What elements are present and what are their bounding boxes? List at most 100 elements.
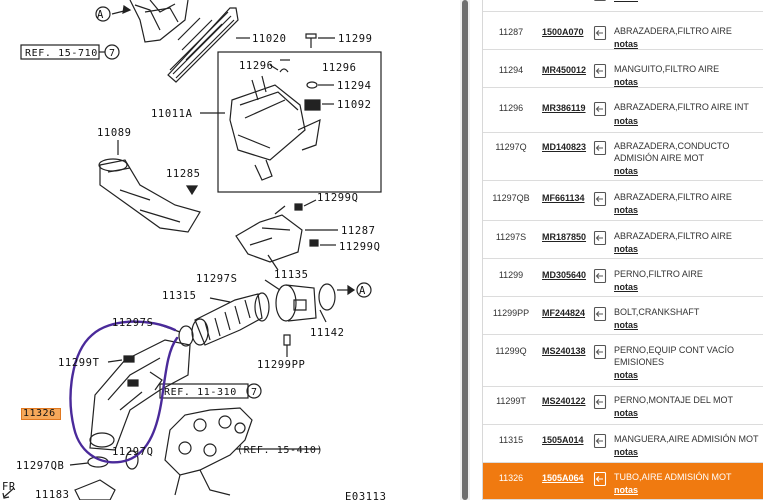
diagram-scrollbar[interactable] bbox=[460, 0, 470, 500]
label-11296-a[interactable]: 11296 bbox=[239, 60, 274, 72]
diagram-canvas: A 11020 11299 REF. 15-710 7 11296 11296 … bbox=[2, 0, 387, 500]
notes-link[interactable]: notas bbox=[614, 485, 639, 495]
label-11297s-a[interactable]: 11297S bbox=[196, 273, 238, 285]
notes-link[interactable]: notas bbox=[614, 116, 639, 126]
table-row[interactable]: 11299 MD305640 PERNO,FILTRO AIRE notas bbox=[483, 259, 763, 297]
notes-icon[interactable] bbox=[593, 140, 607, 156]
table-row[interactable]: 11297S MR187850 ABRAZADERA,FILTRO AIRE n… bbox=[483, 221, 763, 259]
ref-15-410-text[interactable]: (REF. 15-410) bbox=[237, 445, 323, 456]
ref-11-310-text[interactable]: REF. 11-310 bbox=[164, 387, 237, 398]
label-11287[interactable]: 11287 bbox=[341, 225, 376, 237]
label-11296-b[interactable]: 11296 bbox=[322, 62, 357, 74]
annotation-circle bbox=[69, 320, 179, 464]
notes-link[interactable]: notas bbox=[614, 205, 639, 215]
notes-icon[interactable] bbox=[593, 230, 607, 246]
label-11299-top[interactable]: 11299 bbox=[338, 33, 373, 45]
label-11299q-b[interactable]: 11299Q bbox=[339, 241, 381, 253]
label-11142[interactable]: 11142 bbox=[310, 327, 345, 339]
table-row-selected[interactable]: 11326 1505A064 TUBO,AIRE ADMISIÓN MOT no… bbox=[483, 463, 763, 500]
part-number-link[interactable]: 1500A070 bbox=[542, 27, 584, 37]
label-11315[interactable]: 11315 bbox=[162, 290, 197, 302]
notes-link[interactable]: notas bbox=[614, 39, 639, 49]
label-11183[interactable]: 11183 bbox=[35, 489, 70, 500]
panel-gap bbox=[470, 0, 482, 500]
part-number-link[interactable]: MS240138 bbox=[542, 346, 586, 356]
label-11135[interactable]: 11135 bbox=[274, 269, 309, 281]
table-row[interactable]: 11296 MR386119 ABRAZADERA,FILTRO AIRE IN… bbox=[483, 88, 763, 133]
part-number-link[interactable]: MF661134 bbox=[542, 193, 585, 203]
notes-link[interactable]: notas bbox=[614, 282, 639, 292]
notes-icon[interactable] bbox=[593, 471, 607, 487]
table-row[interactable]: 11297Q MD140823 ABRAZADERA,CONDUCTO ADMI… bbox=[483, 133, 763, 181]
part-number-link[interactable]: MD140823 bbox=[542, 142, 587, 152]
label-11092[interactable]: 11092 bbox=[337, 99, 372, 111]
part-number-link[interactable]: MR187850 bbox=[542, 232, 587, 242]
part-description: PERNO,MONTAJE DEL MOT bbox=[614, 395, 734, 405]
part-number-link[interactable]: 1505A014 bbox=[542, 435, 584, 445]
table-row[interactable]: notas bbox=[483, 0, 763, 12]
part-number-link[interactable]: MR450012 bbox=[542, 65, 587, 75]
notes-icon[interactable] bbox=[593, 191, 607, 207]
table-row[interactable]: 11299Q MS240138 PERNO,EQUIP CONT VACÍO E… bbox=[483, 335, 763, 387]
notes-link[interactable]: notas bbox=[614, 408, 639, 418]
part-number-link[interactable]: MS240122 bbox=[542, 396, 586, 406]
notes-link[interactable]: notas bbox=[614, 447, 639, 457]
table-row[interactable]: 11287 1500A070 ABRAZADERA,FILTRO AIRE no… bbox=[483, 12, 763, 50]
bolt-11299-top bbox=[305, 33, 335, 48]
notes-link[interactable]: notas bbox=[614, 77, 639, 87]
table-row[interactable]: 11299PP MF244824 BOLT,CRANKSHAFT notas bbox=[483, 297, 763, 335]
part-description: MANGUERA,AIRE ADMISIÓN MOT bbox=[614, 434, 759, 444]
label-11299pp[interactable]: 11299PP bbox=[257, 359, 305, 371]
ref-15-710-text[interactable]: REF. 15-710 bbox=[25, 48, 98, 59]
label-11297qb[interactable]: 11297QB bbox=[16, 460, 64, 472]
part-description: ABRAZADERA,FILTRO AIRE INT bbox=[614, 102, 749, 112]
table-row[interactable]: 11315 1505A014 MANGUERA,AIRE ADMISIÓN MO… bbox=[483, 425, 763, 463]
label-11299q-a[interactable]: 11299Q bbox=[317, 192, 359, 204]
notes-link[interactable]: notas bbox=[614, 320, 639, 330]
part-number-link[interactable]: MD305640 bbox=[542, 270, 587, 280]
notes-icon[interactable] bbox=[593, 101, 607, 117]
part-description: ABRAZADERA,FILTRO AIRE bbox=[614, 192, 732, 202]
notes-icon[interactable] bbox=[593, 0, 607, 2]
diagram-code: E03113 bbox=[345, 491, 387, 500]
label-11297q[interactable]: 11297Q bbox=[112, 446, 154, 458]
notes-link[interactable]: notas bbox=[614, 244, 639, 254]
part-description: PERNO,FILTRO AIRE bbox=[614, 269, 703, 279]
notes-icon[interactable] bbox=[593, 306, 607, 322]
notes-icon[interactable] bbox=[593, 344, 607, 360]
notes-icon[interactable] bbox=[593, 25, 607, 41]
label-11020[interactable]: 11020 bbox=[252, 33, 287, 45]
label-11089[interactable]: 11089 bbox=[97, 127, 132, 139]
part-number-link[interactable]: MF244824 bbox=[542, 308, 586, 318]
label-11294[interactable]: 11294 bbox=[337, 80, 372, 92]
notes-icon[interactable] bbox=[593, 268, 607, 284]
notes-icon[interactable] bbox=[593, 394, 607, 410]
notes-icon[interactable] bbox=[593, 433, 607, 449]
part-number-link[interactable]: MR386119 bbox=[542, 103, 586, 113]
label-11285[interactable]: 11285 bbox=[166, 168, 201, 180]
part-description: ABRAZADERA,FILTRO AIRE bbox=[614, 26, 732, 36]
part-number-link[interactable]: 1505A064 bbox=[542, 473, 584, 483]
air-filter-element bbox=[167, 7, 239, 83]
label-11299t[interactable]: 11299T bbox=[58, 357, 100, 369]
label-11326-highlighted[interactable]: 11326 bbox=[21, 408, 61, 420]
notes-link[interactable]: notas bbox=[614, 370, 639, 380]
arrow-a-right-label: A bbox=[359, 285, 366, 297]
table-row[interactable]: 11294 MR450012 MANGUITO,FILTRO AIRE nota… bbox=[483, 50, 763, 88]
table-row[interactable]: 11299T MS240122 PERNO,MONTAJE DEL MOT no… bbox=[483, 387, 763, 425]
table-row[interactable]: 11297QB MF661134 ABRAZADERA,FILTRO AIRE … bbox=[483, 181, 763, 221]
air-box-lower bbox=[129, 0, 189, 43]
air-box-upper bbox=[229, 75, 321, 181]
notes-icon[interactable] bbox=[593, 63, 607, 79]
part-description: MANGUITO,FILTRO AIRE bbox=[614, 64, 720, 74]
notes-link[interactable]: notas bbox=[614, 0, 638, 2]
arrow-a-top-marker bbox=[95, 4, 132, 22]
bracket-11287 bbox=[235, 205, 303, 271]
notes-link[interactable]: notas bbox=[614, 166, 639, 176]
intake-manifold-ref bbox=[164, 407, 253, 496]
label-11011a[interactable]: 11011A bbox=[151, 108, 193, 120]
parts-diagram[interactable]: A 11020 11299 REF. 15-710 7 11296 11296 … bbox=[0, 0, 460, 500]
label-11297s-b[interactable]: 11297S bbox=[112, 317, 154, 329]
part-description: PERNO,EQUIP CONT VACÍO EMISIONES bbox=[614, 345, 735, 367]
scrollbar-thumb[interactable] bbox=[462, 0, 468, 500]
